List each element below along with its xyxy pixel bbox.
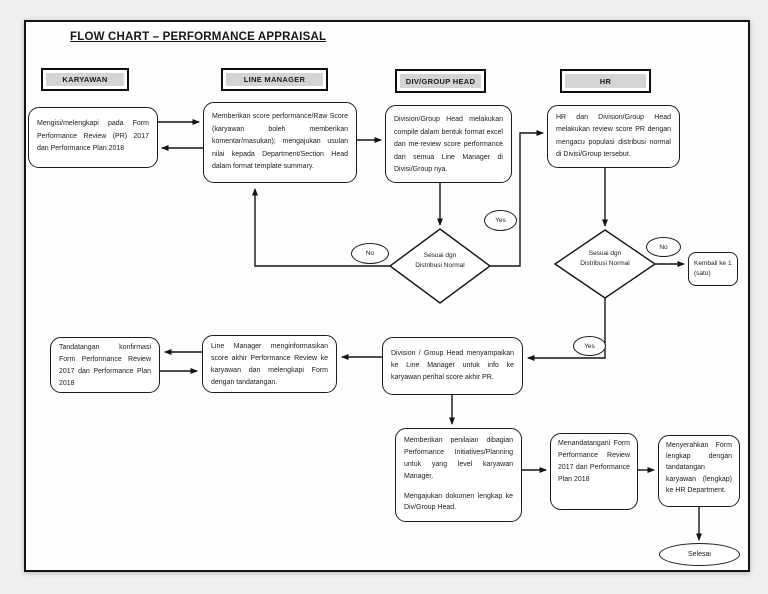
node-div-group-head-compile: Division/Group Head melakukan compile da…	[385, 105, 512, 183]
decision-diamond-2	[553, 229, 657, 299]
node-hr-review: HR dan Division/Group Head melakukan rev…	[547, 105, 680, 168]
lane-header-hr: HR	[560, 69, 651, 93]
decision-1-yes-label: Yes	[484, 210, 517, 231]
node-menyerahkan-form: Menyerahkan Form lengkap dengan tandatan…	[658, 435, 740, 507]
node-div-group-head-inform: Division / Group Head menyampaikan ke Li…	[382, 337, 523, 395]
decision-diamond-1	[388, 228, 492, 304]
penilaian-paragraph-1: Memberikan penilaian dibagian Performanc…	[404, 437, 513, 480]
lane-header-div-group-head: DIV/GROUP HEAD	[395, 69, 486, 93]
penilaian-paragraph-2: Mengajukan dokumen lengkap ke Div/Group …	[404, 492, 513, 512]
lane-header-karyawan-label: KARYAWAN	[46, 73, 124, 86]
node-penilaian-initiatives: Memberikan penilaian dibagian Performanc…	[395, 428, 522, 522]
decision-1-label: Sesuai dgn Distribusi Normal	[415, 252, 465, 269]
node-line-manager-score: Memberikan score performance/Raw Score (…	[203, 102, 357, 183]
lane-header-div-group-head-label: DIV/GROUP HEAD	[400, 74, 481, 88]
lane-header-hr-label: HR	[565, 74, 646, 88]
node-karyawan-fill-form: Mengisi/melengkapi pada Form Performance…	[28, 107, 158, 168]
lane-header-line-manager-label: LINE MANAGER	[226, 73, 323, 86]
decision-1-no-label: No	[351, 243, 389, 264]
lane-header-line-manager: LINE MANAGER	[221, 68, 328, 91]
page-title: FLOW CHART – PERFORMANCE APPRAISAL	[70, 31, 327, 43]
decision-2-no-label: No	[646, 237, 681, 257]
node-menandatangani-form: Menandatangani Form Performance Review 2…	[550, 433, 638, 510]
flow-arrow-decision2-yes	[527, 298, 606, 361]
lane-header-karyawan: KARYAWAN	[41, 68, 129, 91]
node-line-manager-inform: Line Manager menginformasikan score akhi…	[202, 335, 337, 393]
flow-arrow-decision1-no	[252, 188, 390, 267]
node-kembali-ke-1: Kembali ke 1 (satu)	[688, 252, 738, 286]
decision-2-yes-label: Yes	[573, 336, 606, 356]
node-karyawan-sign-form: Tandatangan konfirmasi Form Performance …	[50, 337, 160, 393]
decision-2-label: Sesuai dgn Distribusi Normal	[580, 250, 630, 267]
flow-arrow-decision1-yes	[490, 130, 544, 267]
terminator-selesai: Selesai	[659, 543, 740, 566]
